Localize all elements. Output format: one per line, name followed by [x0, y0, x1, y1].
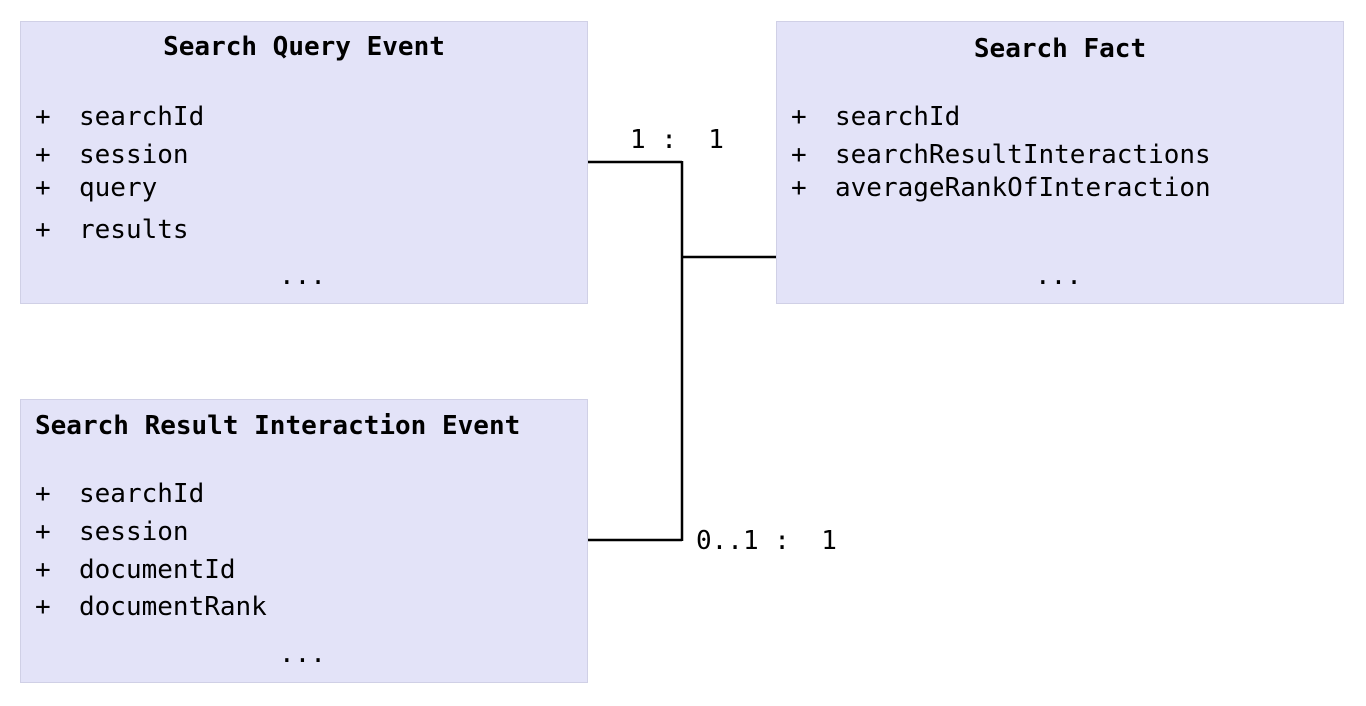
visibility-marker: +: [791, 140, 807, 170]
attribute-name: documentRank: [79, 592, 267, 622]
multiplicity-label-interaction-fact: 0..1 : 1: [696, 526, 837, 556]
attribute-name: query: [79, 173, 158, 203]
entity-search-query-event: Search Query Event + searchId + session + q…: [20, 21, 588, 304]
visibility-marker: +: [35, 102, 51, 132]
attribute-name: session: [79, 517, 189, 547]
attribute-name: documentId: [79, 555, 236, 585]
attribute-ellipsis: ...: [279, 639, 326, 669]
visibility-marker: +: [791, 102, 807, 132]
entity-title: Search Query Event: [163, 32, 445, 62]
attribute-row: + session: [35, 517, 189, 547]
multiplicity-label-query-fact: 1 : 1: [630, 125, 724, 155]
attribute-name: session: [79, 140, 189, 170]
entity-title: Search Fact: [973, 34, 1147, 64]
attribute-row: + documentRank: [35, 592, 267, 622]
attribute-row: + searchId: [35, 102, 204, 132]
attribute-name: searchResultInteractions: [835, 140, 1211, 170]
visibility-marker: +: [35, 140, 51, 170]
attribute-row: + documentId: [35, 555, 236, 585]
visibility-marker: +: [791, 173, 807, 203]
attribute-row: + searchId: [791, 102, 960, 132]
attribute-row: + searchResultInteractions: [791, 140, 1211, 170]
visibility-marker: +: [35, 173, 51, 203]
attribute-name: averageRankOfInteraction: [835, 173, 1211, 203]
attribute-row: + results: [35, 215, 189, 245]
visibility-marker: +: [35, 479, 51, 509]
attribute-name: searchId: [79, 479, 205, 509]
entity-title: Search Result Interaction Event: [35, 411, 521, 441]
entity-search-result-interaction-event: Search Result Interaction Event + searchI…: [20, 399, 588, 683]
attribute-name: results: [79, 215, 189, 245]
attribute-name: searchId: [79, 102, 205, 132]
attribute-row: + query: [35, 173, 157, 203]
visibility-marker: +: [35, 555, 51, 585]
attribute-row: + searchId: [35, 479, 204, 509]
visibility-marker: +: [35, 517, 51, 547]
attribute-name: searchId: [835, 102, 961, 132]
attribute-row: + averageRankOfInteraction: [791, 173, 1211, 203]
visibility-marker: +: [35, 215, 51, 245]
entity-search-fact: Search Fact + searchId + searchResultInter…: [776, 21, 1344, 304]
attribute-ellipsis: ...: [279, 261, 326, 291]
visibility-marker: +: [35, 592, 51, 622]
attribute-row: + session: [35, 140, 189, 170]
attribute-ellipsis: ...: [1035, 261, 1082, 291]
